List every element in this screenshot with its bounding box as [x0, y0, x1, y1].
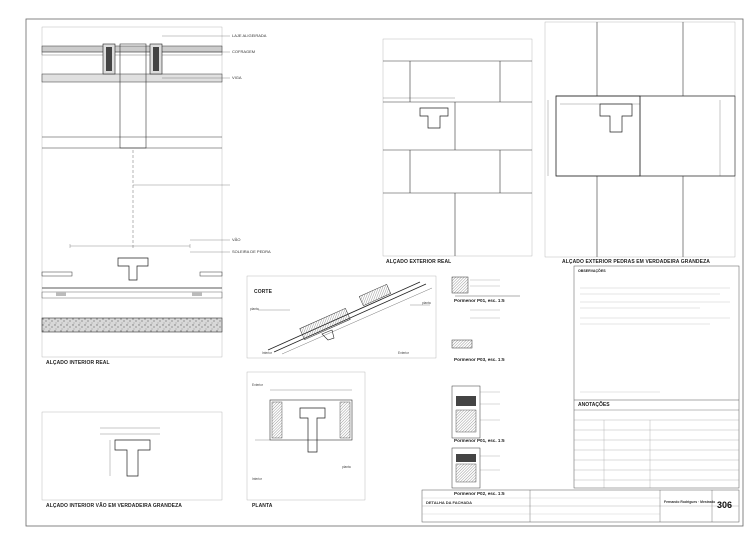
observations-title: OBSERVAÇÕES	[578, 269, 606, 273]
label-exterior: Exterior	[398, 351, 409, 355]
title-corte: CORTE	[254, 289, 272, 295]
sheet-number: 306	[717, 500, 733, 510]
title-interior-real: ALÇADO INTERIOR REAL	[46, 360, 110, 366]
title-exterior-true: ALÇADO EXTERIOR PEDRAS EM VERDADEIRA GRA…	[562, 259, 710, 265]
interior-true-view	[41, 411, 223, 501]
author-name: Fernando Rodrigues · Mestrado	[664, 500, 716, 504]
notes-panel	[573, 265, 740, 489]
planta-view	[246, 371, 366, 501]
note-laje: LAJE ALIGEIRADA	[232, 33, 267, 38]
detail-p03: Pormenor P03, esc. 1:5	[454, 357, 505, 362]
detail-p02: Pormenor P02, esc. 1:5	[454, 491, 505, 496]
project-title: DETALHA DA FACHADA	[426, 500, 473, 505]
title-block	[421, 489, 740, 523]
label-planta-a: planta	[250, 307, 259, 311]
exterior-true-view	[544, 21, 736, 258]
label-planta-c: planta	[342, 465, 351, 469]
interior-real-view	[41, 26, 230, 358]
note-viga: VIGA	[232, 75, 242, 80]
note-vao: VÃO	[232, 237, 241, 242]
label-planta-b: planta	[422, 301, 431, 305]
note-cofragem: COFRAGEM	[232, 49, 256, 54]
annotations-title: ANOTAÇÕES	[578, 402, 610, 408]
title-interior-true: ALÇADO INTERIOR VÃO EM VERDADEIRA GRANDE…	[46, 503, 182, 509]
detail-p01-a: Pormenor P01, esc. 1:5	[454, 298, 505, 303]
label-interior: Interior	[262, 351, 272, 355]
title-exterior-real: ALÇADO EXTERIOR REAL	[386, 259, 452, 265]
detail-p01-b: Pormenor P01, esc. 1:5	[454, 438, 505, 443]
label-exterior-b: Exterior	[252, 383, 263, 387]
title-planta: PLANTA	[252, 503, 273, 509]
details-column	[451, 276, 520, 489]
exterior-real-view	[382, 38, 533, 257]
corte-view	[246, 275, 437, 359]
sheet-frame	[25, 18, 744, 527]
note-soleira: SOLEIRA DE PEDRA	[232, 249, 271, 254]
label-interior-b: Interior	[252, 477, 262, 481]
